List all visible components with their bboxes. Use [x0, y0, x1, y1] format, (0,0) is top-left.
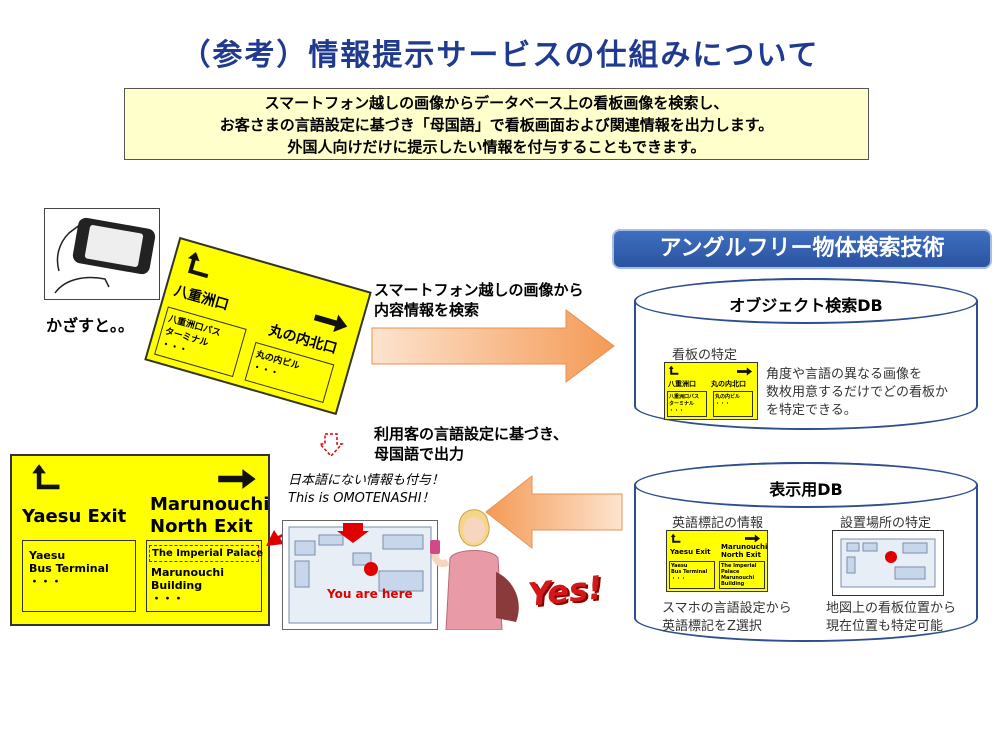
display-db-title: 表示用DB [769, 480, 843, 499]
page-title: （参考）情報提示サービスの仕組みについて [180, 38, 820, 73]
arrow-up-left-icon [670, 533, 681, 543]
phone-caption: かざすと。。 [46, 316, 135, 335]
arrow-up-left-icon [32, 464, 60, 490]
thumb-en-right-exit: Marunouchi North Exit [721, 543, 768, 559]
en-sign-right-exit: Marunouchi North Exit [150, 494, 270, 537]
smartphone-map: You are here [282, 520, 438, 630]
floor-map-icon [840, 538, 936, 588]
thumb-en-left-box: Yaesu Bus Terminal ・・・ [669, 561, 715, 589]
you-are-here-label: You are here [327, 587, 413, 601]
omotenashi-text: 日本語にない情報も付与！ This is OMOTENASHI！ [288, 473, 445, 506]
arrow-right-icon [218, 469, 256, 489]
en-sign-right-box: The Imperial Palace Marunouchi Building … [146, 540, 263, 612]
yes-exclamation: Yes! [526, 568, 605, 614]
en-sign-left-box: Yaesu Bus Terminal ・・・ [22, 540, 136, 612]
thumb-right-box: 丸の内ビル ・・・ [713, 391, 753, 417]
output-arrow-text: 利用客の言語設定に基づき、 母国語で出力 [374, 425, 568, 463]
summary-line-2: お客さまの言語設定に基づき「母国語」で看板画面および関連情報を出力します。 [219, 116, 774, 134]
display-db-english-sign-thumbnail: Yaesu Exit Marunouchi North Exit Yaesu B… [666, 530, 768, 592]
thumb-left-exit: 八重洲口 [668, 380, 696, 388]
display-db-right-caption: 地図上の看板位置から 現在位置も特定可能 [826, 601, 957, 634]
search-arrow [371, 309, 615, 383]
dashed-down-arrow-icon [318, 433, 344, 458]
object-search-db-top [634, 278, 978, 324]
display-db-map-thumbnail [832, 530, 944, 596]
summary-line-1: スマートフォン越しの画像からデータベース上の看板画像を検索し、 [264, 94, 729, 112]
thumb-right-exit: 丸の内北口 [711, 380, 746, 388]
summary-line-3: 外国人向けだけに提示したい情報を付与することもできます。 [287, 138, 706, 156]
arrow-up-left-icon [668, 365, 679, 375]
object-db-title: オブジェクト検索DB [729, 296, 883, 315]
arrow-right-icon [737, 367, 753, 376]
phone-illustration [44, 208, 160, 300]
japanese-sign: 八重洲口 丸の内北口 八重洲口バス ターミナル ・・・ 丸の内ビル ・・・ [144, 236, 372, 416]
en-sign-highlight: The Imperial Palace [149, 545, 263, 562]
output-arrow [485, 474, 623, 550]
arrow-up-left-icon [187, 252, 209, 279]
thumb-left-box: 八重洲口バス ターミナル ・・・ [667, 391, 707, 417]
arrow-right-icon [745, 534, 761, 543]
en-sign-left-exit: Yaesu Exit [22, 506, 127, 527]
object-db-sign-thumbnail: 八重洲口 丸の内北口 八重洲口バス ターミナル ・・・ 丸の内ビル ・・・ [664, 362, 758, 420]
arrow-right-icon [313, 314, 348, 332]
thumb-en-left-exit: Yaesu Exit [670, 548, 711, 556]
jp-sign-left-box: 八重洲口バス ターミナル ・・・ [154, 306, 247, 378]
woman-with-phone-illustration [430, 509, 519, 630]
display-db-right-label: 設置場所の特定 [840, 516, 932, 531]
thumb-en-right-box: The Imperial Palace Marunouchi Building [719, 561, 765, 589]
display-db-left-label: 英語標記の情報 [672, 516, 764, 531]
technology-banner: アングルフリー物体検索技術 [612, 229, 992, 269]
display-db-left-caption: スマホの言語設定から 英語標記をZ選択 [662, 601, 792, 634]
floor-map-icon [288, 523, 432, 624]
display-db-top [634, 462, 978, 508]
search-arrow-text: スマートフォン越しの画像から 内容情報を検索 [374, 281, 584, 319]
summary-box: スマートフォン越しの画像からデータベース上の看板画像を検索し、 お客さまの言語設… [124, 88, 869, 160]
hand-phone-icon [54, 217, 156, 294]
english-sign: Yaesu Exit Marunouchi North Exit Yaesu B… [10, 454, 270, 626]
object-db-subtitle: 看板の特定 [672, 348, 738, 363]
object-db-description: 角度や言語の異なる画像を 数枚用意するだけでどの看板か を特定できる。 [766, 367, 949, 418]
